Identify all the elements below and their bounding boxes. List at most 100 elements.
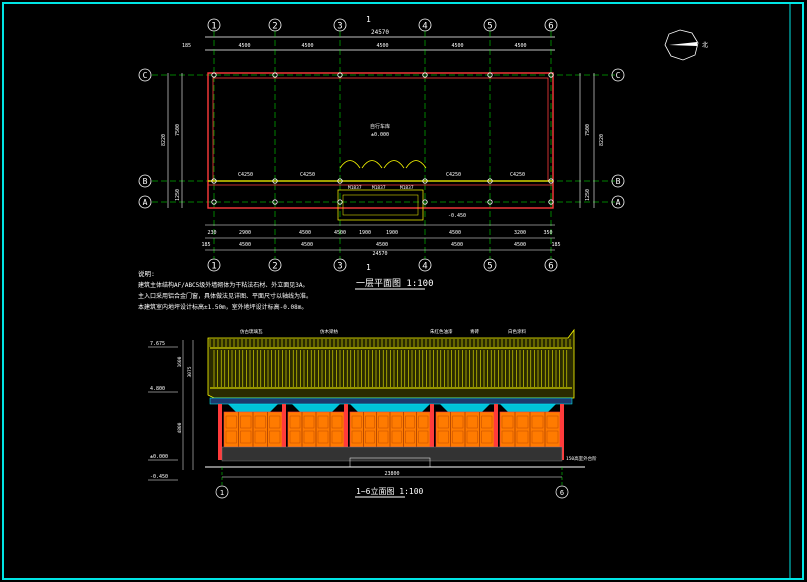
column: [548, 178, 554, 184]
north-arrow: 北: [664, 29, 708, 61]
grid-axis-bottom-label: 3: [337, 262, 342, 272]
right-dim-total: 8220: [599, 134, 605, 146]
elevation-column: [282, 404, 286, 460]
base-plinth: [221, 446, 563, 462]
bracket: [228, 404, 278, 412]
svg-text:4800: 4800: [177, 422, 183, 433]
grid-axis-top-label: 3: [337, 22, 342, 32]
svg-text:1600: 1600: [177, 356, 183, 367]
bottom-dim: 230: [207, 230, 216, 236]
svg-text:3075: 3075: [187, 366, 193, 377]
grid-axis-right-B: [611, 174, 625, 188]
bottom-dim: 4500: [514, 242, 526, 248]
grid-axis-right-A: [611, 195, 625, 209]
bottom-dim: 4500: [334, 230, 346, 236]
level-1: 7.675: [150, 341, 165, 347]
left-dim-a: 7500: [175, 124, 181, 136]
column: [337, 178, 343, 184]
grid-axis-top-label: 1: [211, 22, 216, 32]
bottom-dim: 4500: [239, 242, 251, 248]
bottom-dim: 4500: [376, 242, 388, 248]
window-label-4: C4250: [510, 172, 525, 178]
grid-axis-left-label: B: [143, 177, 148, 186]
right-dim-b: 1250: [585, 189, 591, 201]
bottom-dim: 1900: [359, 230, 371, 236]
entry-steps-elev: [349, 457, 431, 468]
grid-axis-top-label: 6: [548, 22, 553, 32]
elev-title: 1~6立面图 1:100: [356, 486, 424, 496]
window-label-2: C4250: [300, 172, 315, 178]
right-dim-a: 7500: [585, 124, 591, 136]
north-label: 北: [702, 41, 708, 49]
elevation-column: [344, 404, 348, 460]
elevation: 7.675 4.800 ±0.000 -0.450 1600 3075 4800…: [148, 328, 597, 499]
door-label-1: M1837: [348, 185, 362, 191]
notes-title: 说明:: [138, 269, 155, 278]
column: [422, 178, 428, 184]
section-mark-bottom: 1: [366, 263, 371, 272]
column: [548, 199, 554, 205]
elevation-column: [494, 404, 498, 460]
room-level: ±0.000: [371, 132, 389, 138]
elevation-column: [218, 404, 222, 460]
elev-label-5: 白色涂料: [508, 328, 526, 335]
bottom-dim: 3200: [514, 230, 526, 236]
bottom-dim: 4500: [301, 242, 313, 248]
elev-bottom-dim: 23800: [384, 471, 399, 477]
elev-label-2: 仿木梁枋: [320, 328, 338, 335]
column: [211, 72, 217, 78]
grid-axis-left-B: [138, 174, 152, 188]
grid-axis-top-label: 2: [272, 22, 277, 32]
bracket: [292, 404, 340, 412]
plan-title: 一层平面图 1:100: [356, 278, 434, 289]
column: [211, 199, 217, 205]
grid-axis-top-label: 4: [422, 22, 427, 32]
bottom-dim: 4500: [299, 230, 311, 236]
bracket: [440, 404, 490, 412]
room-label: 自行车库: [370, 123, 390, 130]
column: [548, 72, 554, 78]
bottom-dim: 4500: [449, 230, 461, 236]
elev-note: 150高室外台阶: [566, 455, 597, 462]
top-dim: 4500: [238, 43, 250, 49]
grid-axis-right-label: B: [616, 177, 621, 186]
level-2: 4.800: [150, 386, 165, 392]
elev-label-3: 朱红色油漆: [430, 328, 453, 335]
window-label-1: C4250: [238, 172, 253, 178]
grid-axis-bottom-label: 6: [548, 262, 553, 272]
level-3: ±0.000: [150, 454, 168, 460]
top-dim: 4500: [514, 43, 526, 49]
notes-line-2: 主入口采用铝合金门窗，具体做法见详图、平面尺寸以轴线为准。: [138, 292, 312, 300]
elev-label-1: 仿古琉璃瓦: [240, 328, 263, 335]
bottom-total-dim: 24570: [372, 251, 387, 257]
door-arcs: [339, 160, 427, 169]
grid-axis-bottom-label: 1: [211, 262, 216, 272]
grid-axis-top-label: 5: [487, 22, 492, 32]
bracket: [500, 404, 556, 412]
elev-axis-6: [555, 485, 569, 499]
grid-axis-left-C: [138, 68, 152, 82]
bottom-dim: 1900: [386, 230, 398, 236]
elev-label-4: 青砖: [470, 328, 479, 335]
roof-outline: [207, 328, 575, 399]
top-small-dim: 185: [182, 43, 191, 49]
grid-axis-right-C: [611, 68, 625, 82]
bottom-dim: 350: [543, 230, 552, 236]
top-dim: 4500: [376, 43, 388, 49]
bottom-dim: 185: [201, 242, 210, 248]
design-notes: 说明: 建筑主体结构AF/ABC5级外墙砌体为干粘法石材、外立面见3A。 主入口…: [138, 269, 312, 311]
grid-axis-bottom-label: 4: [422, 262, 427, 272]
column: [487, 178, 493, 184]
elevation-column: [560, 404, 564, 460]
column: [272, 178, 278, 184]
left-dim-total: 8220: [161, 134, 167, 146]
grid-axis-right-label: A: [616, 198, 621, 207]
column: [272, 199, 278, 205]
column: [487, 199, 493, 205]
outer-wall: [207, 72, 554, 209]
grid-axis-right-label: C: [616, 71, 621, 80]
elev-axis-1: [215, 485, 229, 499]
